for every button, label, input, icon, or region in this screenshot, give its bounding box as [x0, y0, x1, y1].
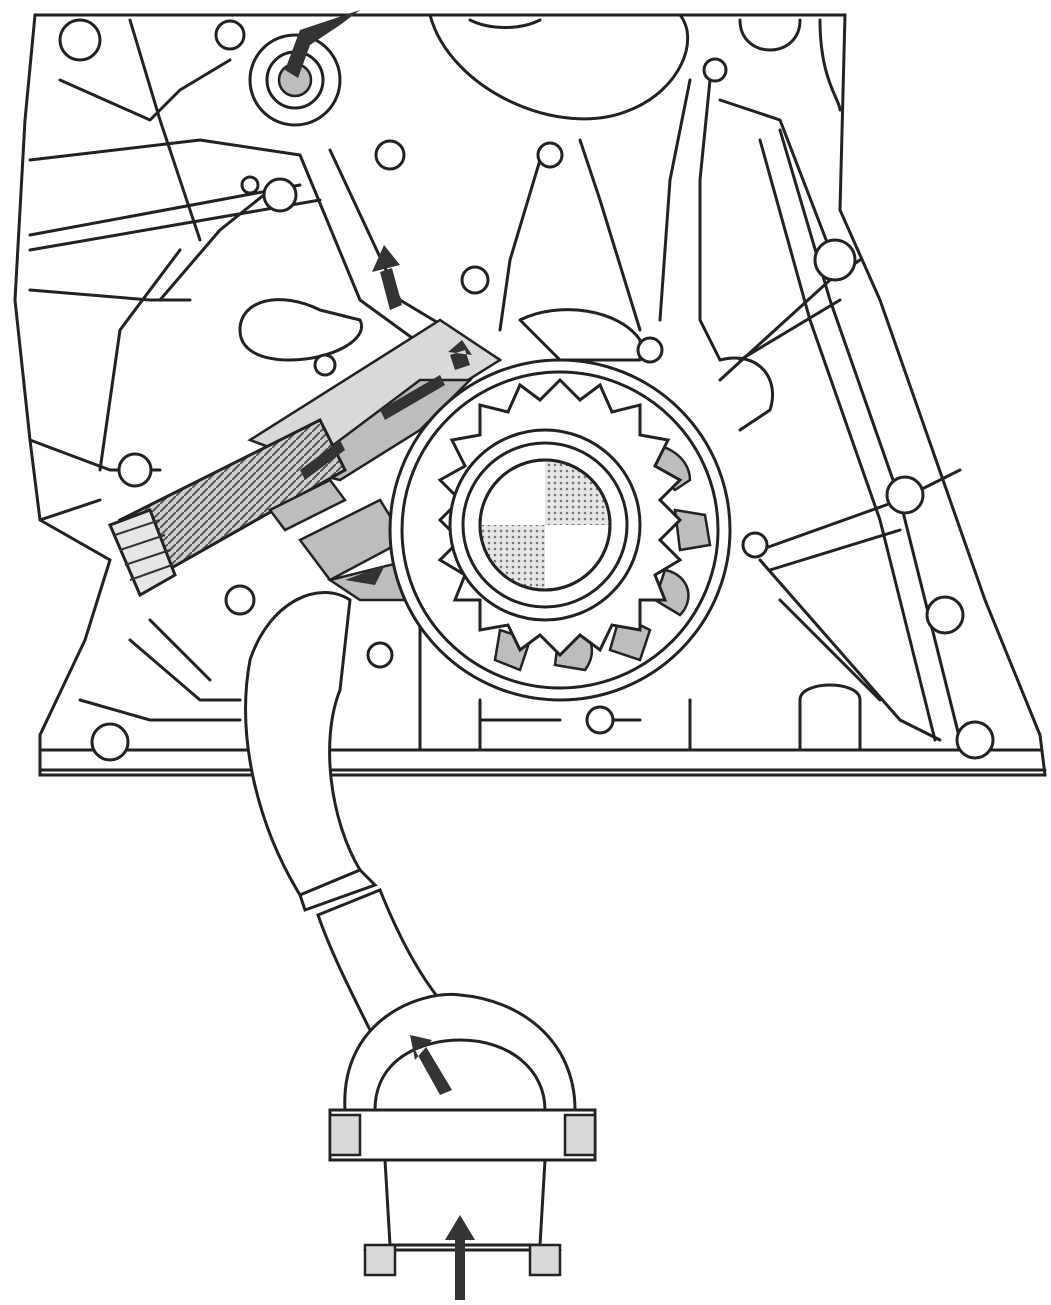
flow-arrow-icon [285, 10, 360, 78]
oil-pump-gear [388, 358, 732, 702]
bolt-hole [262, 177, 298, 213]
bolt-hole [955, 720, 995, 760]
bolt-hole [536, 141, 564, 169]
bolt-hole [313, 353, 337, 377]
bolt-hole [741, 531, 769, 559]
bolt-hole [636, 336, 664, 364]
relief-valve-spring [108, 417, 422, 602]
bolt-hole [58, 18, 102, 62]
flow-arrow-icon [372, 245, 402, 310]
bolt-hole [366, 641, 394, 669]
bolt-hole [585, 705, 615, 735]
bolt-hole [813, 238, 857, 282]
bolt-hole [925, 595, 965, 635]
oil-strainer [328, 992, 597, 1277]
bolt-hole [460, 265, 490, 295]
bolt-hole [224, 584, 256, 616]
bolt-hole [240, 175, 260, 195]
flow-arrow-icon [445, 1215, 475, 1300]
bolt-holes [58, 18, 995, 762]
flow-arrow-icon [410, 1035, 452, 1095]
upper-outlet-boss [248, 10, 360, 127]
bolt-hole [117, 452, 153, 488]
flow-arrows [300, 245, 475, 1300]
bolt-hole [90, 722, 130, 762]
flow-arrow-icon [448, 340, 472, 370]
bolt-hole [374, 139, 406, 171]
bolt-hole [702, 57, 728, 83]
oil-pickup-pipe [244, 591, 443, 1032]
flow-arrow-icon [380, 375, 445, 420]
bolt-hole [885, 475, 925, 515]
flow-arrow-icon [300, 440, 345, 480]
bolt-hole [214, 19, 246, 51]
flow-arrow-icon [345, 565, 385, 585]
